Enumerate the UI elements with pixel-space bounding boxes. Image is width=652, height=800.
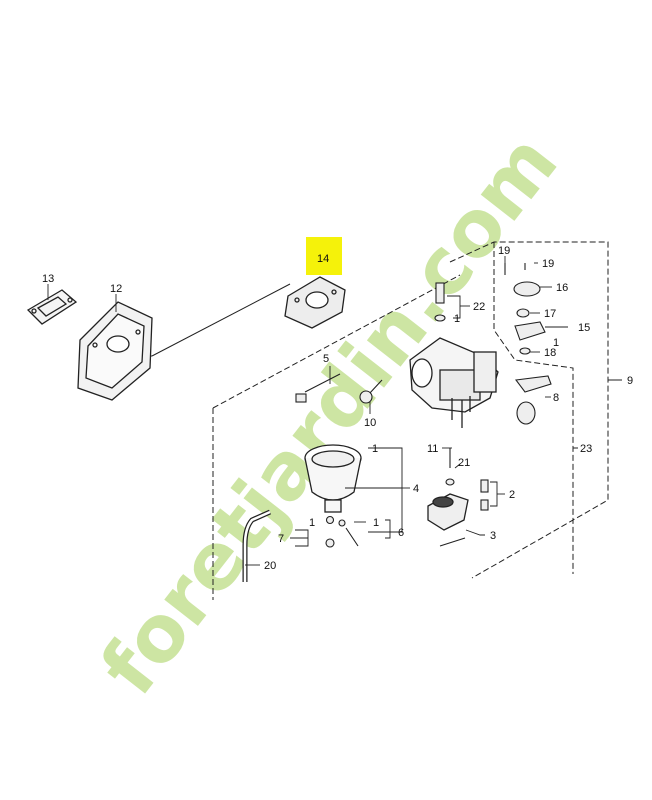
label-14: 14 <box>317 253 329 265</box>
label-3: 3 <box>490 530 496 542</box>
label-23: 23 <box>580 443 592 455</box>
label-4: 4 <box>413 483 419 495</box>
label-8: 8 <box>553 392 559 404</box>
label-1-seven: 1 <box>309 517 315 529</box>
label-6: 6 <box>398 527 404 539</box>
label-10: 10 <box>364 417 376 429</box>
label-20: 20 <box>264 560 276 572</box>
carburetor-body <box>409 337 499 428</box>
label-11: 11 <box>427 443 438 455</box>
label-1-needle: 1 <box>454 313 460 325</box>
float-bowl <box>304 444 362 513</box>
label-22: 22 <box>473 301 485 313</box>
label-19-top: 19 <box>498 245 510 257</box>
label-12: 12 <box>110 283 122 295</box>
highlight-box <box>306 237 342 275</box>
label-1-lever: 1 <box>553 337 559 349</box>
label-9: 9 <box>627 375 633 387</box>
label-17: 17 <box>544 308 556 320</box>
label-1-bowl: 1 <box>372 443 378 455</box>
label-7: 7 <box>278 533 284 545</box>
label-5: 5 <box>323 353 329 365</box>
label-19-right: 19 <box>542 258 554 270</box>
insulator-12 <box>77 301 153 401</box>
label-21: 21 <box>458 457 470 469</box>
label-18: 18 <box>544 347 556 359</box>
leader-lines <box>47 256 568 566</box>
frame-lines <box>145 241 622 600</box>
part-labels: 13 12 14 19 19 16 22 1 17 15 1 18 9 8 5 … <box>42 245 633 572</box>
label-1-six: 1 <box>373 517 379 529</box>
label-16: 16 <box>556 282 568 294</box>
gasket-13 <box>26 289 78 325</box>
label-2: 2 <box>509 489 515 501</box>
label-15: 15 <box>578 322 590 334</box>
float <box>427 493 469 531</box>
small-parts <box>242 263 552 582</box>
gasket-14 <box>284 276 346 329</box>
watermark-text: foretjardin.com <box>84 118 575 711</box>
watermark: foretjardin.com <box>84 118 575 711</box>
label-13: 13 <box>42 273 54 285</box>
